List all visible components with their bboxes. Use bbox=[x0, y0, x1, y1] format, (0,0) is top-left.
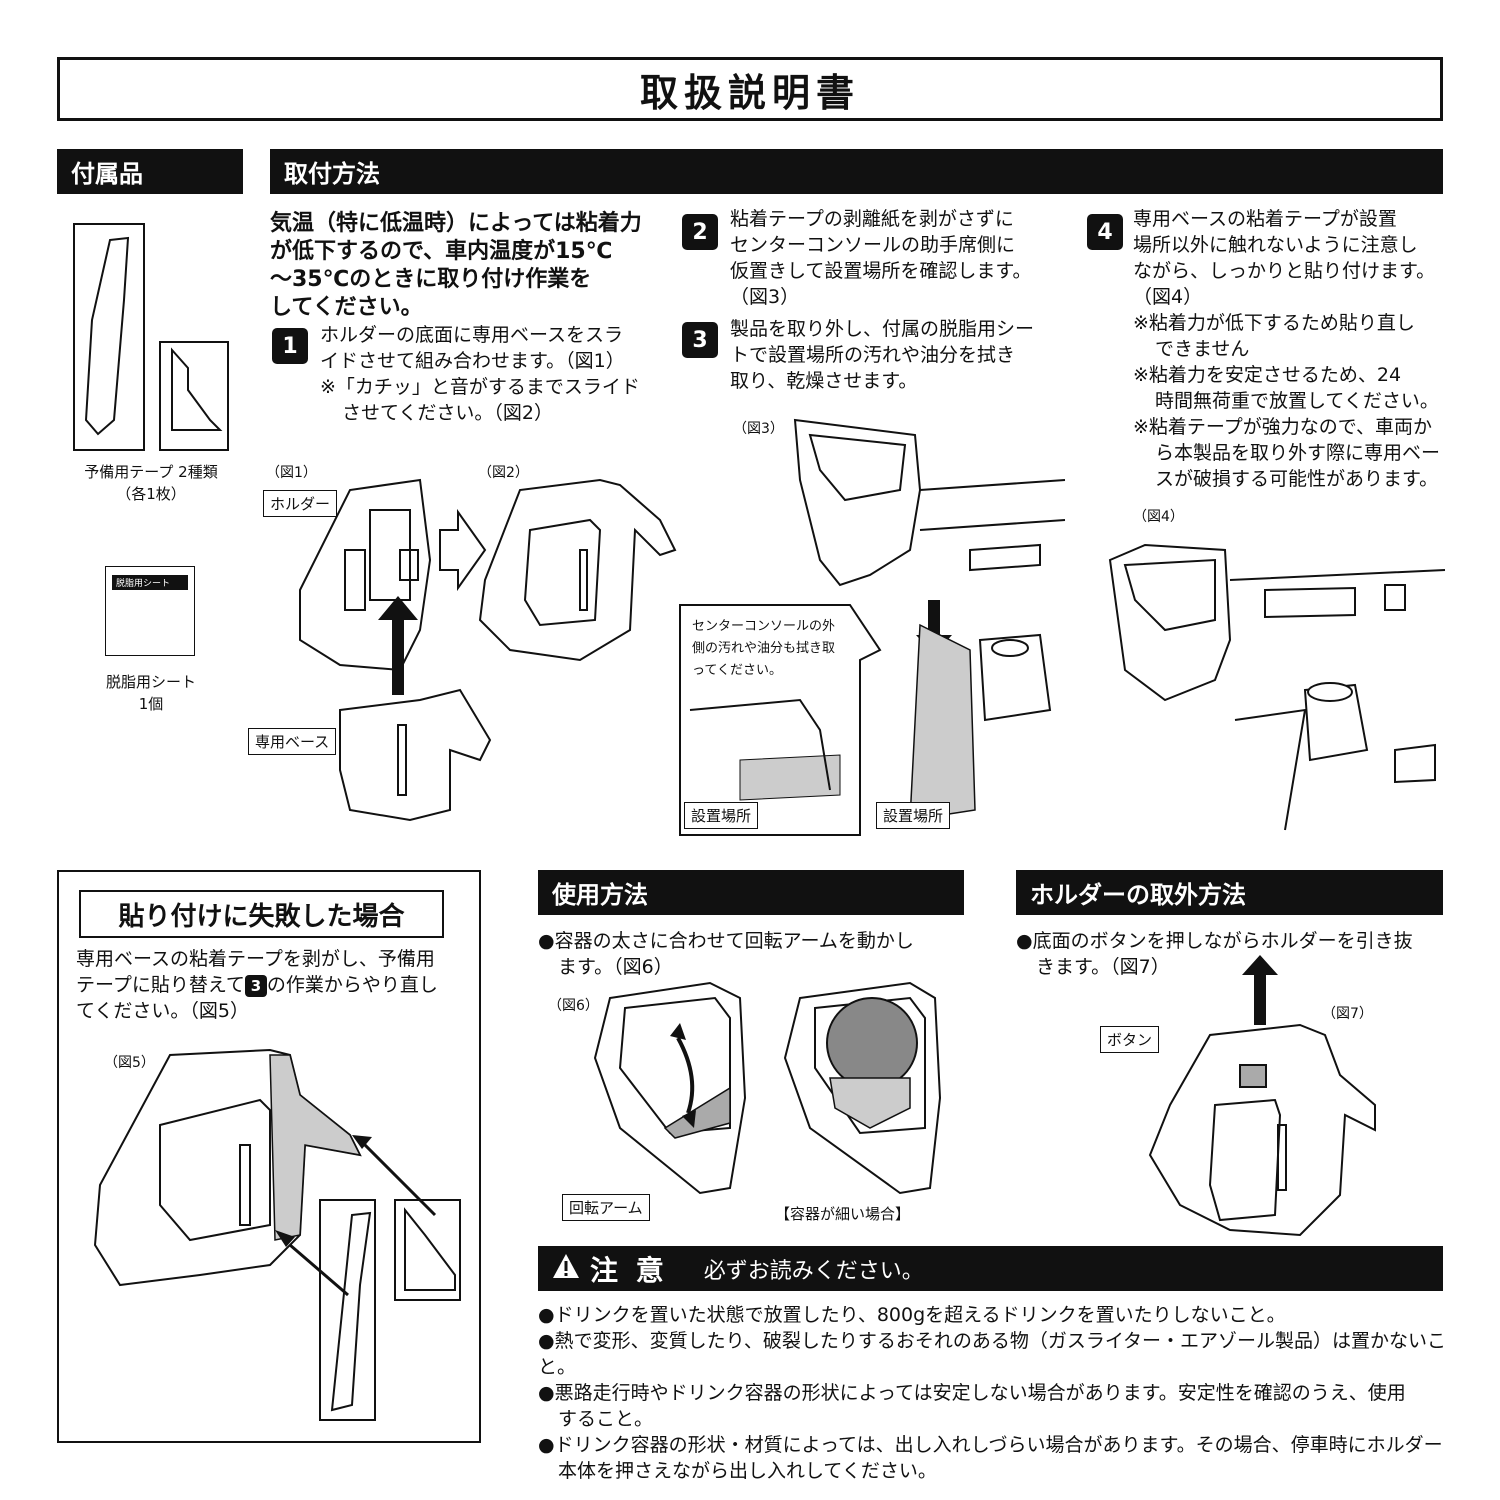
removal-text: ●底面のボタンを押しながらホルダーを引き抜 きます。（図7） bbox=[1016, 928, 1456, 980]
caution-header: 注 意 必ずお読みください。 bbox=[538, 1246, 1443, 1291]
fig3-illustration bbox=[679, 418, 1066, 836]
failure-panel bbox=[57, 870, 481, 1443]
warning-line: してください。 bbox=[270, 295, 423, 320]
fig4-illustration bbox=[1108, 543, 1446, 831]
spare-tape-label-1: 予備用テープ 2種類 bbox=[84, 463, 218, 481]
spare-tape-illustration bbox=[73, 223, 229, 451]
step-4-note: ※粘着力が低下するため貼り直し bbox=[1133, 312, 1415, 334]
caution-item: ●ドリンク容器の形状・材質によっては、出し入れしづらい場合があります。その場合、… bbox=[538, 1434, 1443, 1456]
step-2-line: （図3） bbox=[730, 286, 800, 308]
step-2-text: 粘着テープの剥離紙を剥がさずに センターコンソールの助手席側に 仮置きして設置場… bbox=[730, 206, 1060, 310]
degrease-sheet-tag: 脱脂用シート bbox=[112, 575, 188, 590]
step-4-note: ※粘着テープが強力なので、車両か bbox=[1133, 416, 1433, 438]
usage-text: ●容器の太さに合わせて回転アームを動かし ます。（図6） bbox=[538, 928, 978, 980]
step-3-text: 製品を取り外し、付属の脱脂用シー トで設置場所の汚れや油分を拭き 取り、乾燥させ… bbox=[730, 316, 1060, 394]
step-2-line: 仮置きして設置場所を確認します。 bbox=[730, 260, 1032, 282]
fig6-caption: （図6） bbox=[548, 998, 599, 1014]
install-place-label-b: 設置場所 bbox=[876, 802, 951, 829]
caution-item: すること。 bbox=[558, 1408, 654, 1430]
fig7-caption: （図7） bbox=[1322, 1006, 1373, 1022]
page-title: 取扱説明書 bbox=[639, 70, 860, 115]
thin-container-label: 【容器が細い場合】 bbox=[775, 1205, 911, 1223]
failure-line: 専用ベースの粘着テープを剥がし、予備用 bbox=[76, 948, 435, 970]
callout-line: ってください。 bbox=[692, 663, 782, 678]
fig3-callout: センターコンソールの外 側の汚れや油分も拭き取 ってください。 bbox=[692, 616, 872, 682]
degrease-sheet-illustration: 脱脂用シート bbox=[105, 566, 195, 656]
caution-item: ●悪路走行時やドリンク容器の形状によっては安定しない場合があります。安定性を確認… bbox=[538, 1382, 1406, 1404]
fig3-caption: （図3） bbox=[733, 421, 784, 437]
install-place-label-a: 設置場所 bbox=[684, 802, 759, 829]
fig2-caption: （図2） bbox=[478, 465, 529, 481]
step-2-line: 粘着テープの剥離紙を剥がさずに bbox=[730, 208, 1014, 230]
step-4-note: できません bbox=[1155, 338, 1250, 360]
step-4-line: 専用ベースの粘着テープが設置 bbox=[1133, 208, 1397, 230]
fig7-illustration bbox=[1148, 955, 1376, 1237]
removal-line: きます。（図7） bbox=[1036, 956, 1170, 978]
step-4-note: スが破損する可能性があります。 bbox=[1155, 468, 1439, 490]
caution-subtitle: 必ずお読みください。 bbox=[703, 1258, 924, 1284]
fig4-caption: （図4） bbox=[1133, 509, 1184, 525]
failure-line: の作業からやり直し bbox=[266, 974, 438, 996]
step-4-note: 時間無荷重で放置してください。 bbox=[1155, 390, 1439, 412]
step-1-line: イドさせて組み合わせます。（図1） bbox=[320, 350, 625, 372]
usage-line: ます。（図6） bbox=[558, 956, 673, 978]
rotating-arm-label: 回転アーム bbox=[562, 1194, 650, 1221]
removal-line: ●底面のボタンを押しながらホルダーを引き抜 bbox=[1016, 930, 1413, 952]
holder-label: ホルダー bbox=[263, 490, 338, 517]
step-3-line: トで設置場所の汚れや油分を拭き bbox=[730, 344, 1016, 366]
caution-list: ●ドリンクを置いた状態で放置したり、800gを超えるドリンクを置いたりしないこと… bbox=[538, 1302, 1453, 1484]
step-1-text: ホルダーの底面に専用ベースをスラ イドさせて組み合わせます。（図1） ※「カチッ… bbox=[320, 322, 650, 426]
step-3-badge: 3 bbox=[682, 322, 718, 358]
usage-header: 使用方法 bbox=[538, 870, 964, 915]
step-1-note: ※「カチッ」と音がするまでスライド bbox=[320, 376, 640, 398]
warning-line: が低下するので、車内温度が15℃ bbox=[270, 239, 613, 264]
step-4-line: ながら、しっかりと貼り付けます。 bbox=[1133, 260, 1436, 282]
step-4-note: ら本製品を取り外す際に専用ベー bbox=[1155, 442, 1441, 464]
step-2-line: センターコンソールの助手席側に bbox=[730, 234, 1016, 256]
step-4-badge: 4 bbox=[1087, 214, 1123, 250]
callout-line: センターコンソールの外 bbox=[692, 619, 836, 634]
fig6-illustration bbox=[593, 981, 942, 1195]
caution-item: 本体を押さえながら出し入れしてください。 bbox=[558, 1460, 937, 1482]
button-label: ボタン bbox=[1100, 1026, 1160, 1053]
page-title-box: 取扱説明書 bbox=[57, 57, 1443, 121]
step-4-note: ※粘着力を安定させるため、24 bbox=[1133, 364, 1402, 386]
accessories-header: 付属品 bbox=[57, 149, 243, 194]
step-4-line: 場所以外に触れないように注意し bbox=[1133, 234, 1418, 256]
warning-line: ～35℃のときに取り付け作業を bbox=[270, 267, 592, 292]
step-1-line: ホルダーの底面に専用ベースをスラ bbox=[320, 324, 624, 346]
install-warning: 気温（特に低温時）によっては粘着力 が低下するので、車内温度が15℃ ～35℃の… bbox=[270, 210, 650, 322]
caution-item: ●ドリンクを置いた状態で放置したり、800gを超えるドリンクを置いたりしないこと… bbox=[538, 1304, 1286, 1326]
degrease-sheet-label-1: 脱脂用シート bbox=[105, 673, 196, 691]
step-3-line: 製品を取り外し、付属の脱脂用シー bbox=[730, 318, 1035, 340]
install-header: 取付方法 bbox=[270, 149, 1443, 194]
warning-triangle-icon bbox=[552, 1253, 580, 1285]
step-4-text: 専用ベースの粘着テープが設置 場所以外に触れないように注意し ながら、しっかりと… bbox=[1133, 206, 1448, 492]
caution-title: 注 意 bbox=[590, 1253, 668, 1287]
fig1-fig2-illustration bbox=[299, 478, 677, 822]
removal-header: ホルダーの取外方法 bbox=[1016, 870, 1443, 915]
callout-line: 側の汚れや油分も拭き取 bbox=[692, 641, 836, 656]
caution-item: ●熱で変形、変質したり、破裂したりするおそれのある物（ガスライター・エアゾール製… bbox=[538, 1330, 1447, 1378]
step-3-inline-badge: 3 bbox=[244, 974, 267, 997]
step-1-note: させてください。（図2） bbox=[342, 402, 554, 424]
failure-line: テープに貼り替えて bbox=[76, 974, 245, 996]
step-1-badge: 1 bbox=[272, 328, 308, 364]
fig5-illustration bbox=[93, 1048, 461, 1421]
failure-title: 貼り付けに失敗した場合 bbox=[79, 890, 444, 938]
usage-line: ●容器の太さに合わせて回転アームを動かし bbox=[538, 930, 914, 952]
fig5-caption: （図5） bbox=[104, 1055, 155, 1071]
failure-line: てください。（図5） bbox=[76, 1000, 250, 1022]
step-2-badge: 2 bbox=[682, 214, 718, 250]
step-3-line: 取り、乾燥させます。 bbox=[730, 370, 918, 392]
step-4-line: （図4） bbox=[1133, 286, 1203, 308]
base-label: 専用ベース bbox=[248, 728, 337, 755]
warning-line: 気温（特に低温時）によっては粘着力 bbox=[270, 211, 642, 236]
degrease-sheet-label-2: 1個 bbox=[138, 695, 164, 713]
spare-tape-label-2: （各1枚） bbox=[116, 485, 186, 503]
fig1-caption: （図1） bbox=[266, 465, 317, 481]
